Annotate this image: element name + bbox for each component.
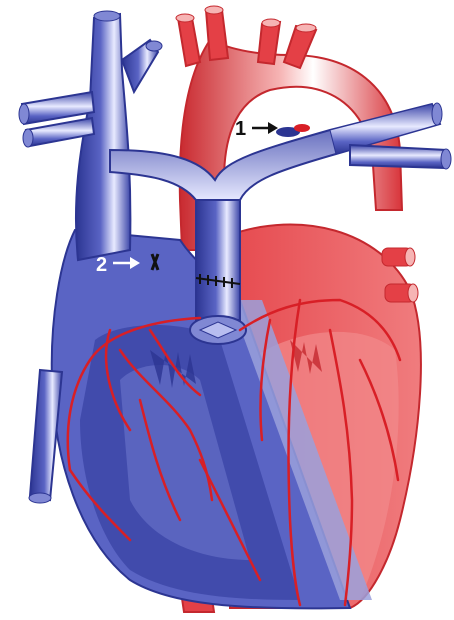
callout-1-label: 1: [235, 118, 246, 140]
callout-2-label: 2: [96, 254, 107, 276]
